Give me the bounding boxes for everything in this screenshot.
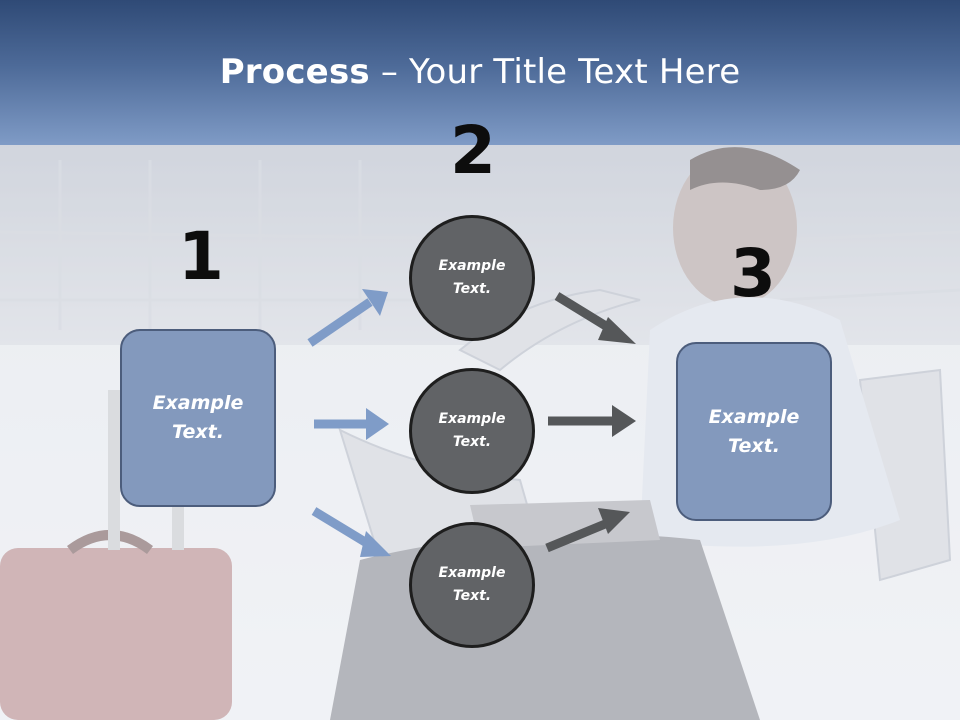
circle-middle-text: Example Text. — [438, 411, 506, 450]
title-rest: – Your Title Text Here — [369, 52, 741, 92]
arrow-to-circle-bottom — [311, 507, 391, 557]
step-3-number: 3 — [730, 235, 776, 312]
step-1-number: 1 — [178, 218, 224, 295]
arrow-from-circle-bottom — [545, 508, 630, 553]
circle-bottom-text: Example Text. — [438, 565, 506, 604]
step-1-text: Example Text. — [152, 392, 244, 443]
slide-title: Process – Your Title Text Here — [0, 52, 960, 92]
title-bar — [0, 0, 960, 145]
step-3-box: Example Text. — [676, 342, 832, 521]
circle-top-text: Example Text. — [438, 258, 506, 297]
arrow-to-circle-middle — [314, 408, 389, 440]
step-3-text: Example Text. — [708, 405, 800, 457]
step-1-box: Example Text. — [120, 329, 276, 507]
arrow-from-circle-middle — [548, 405, 636, 437]
arrow-from-circle-top — [554, 292, 636, 344]
step-2-circle-bottom: Example Text. — [409, 522, 535, 648]
step-2-circle-middle: Example Text. — [409, 368, 535, 494]
step-2-circle-top: Example Text. — [409, 215, 535, 341]
arrow-to-circle-top — [307, 289, 388, 347]
step-2-number: 2 — [450, 112, 496, 189]
title-bold: Process — [219, 52, 370, 92]
